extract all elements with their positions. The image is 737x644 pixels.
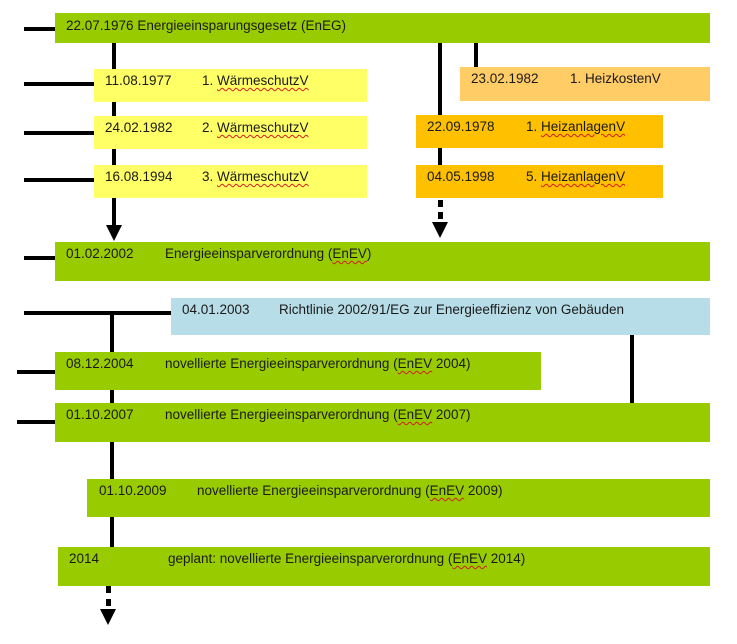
node-title-abbrev: EnEV — [452, 551, 487, 566]
node-title-abbrev: EnEV — [332, 246, 367, 261]
node-title: 1. HeizkostenV — [570, 71, 661, 86]
node-title-prefix: novellierte Energieeinsparverordnung ( — [165, 356, 398, 371]
node-title-prefix: 2. — [202, 120, 218, 135]
node-date: 04.01.2003 — [182, 302, 250, 317]
node-title-suffix: 2004) — [432, 356, 471, 371]
node-date: 08.12.2004 — [66, 356, 134, 371]
node-title-prefix: 5. — [526, 169, 542, 184]
node-title-prefix: 1. — [202, 73, 218, 88]
node-enev2002: 01.02.2002 Energieeinsparverordnung (EnEV… — [55, 242, 710, 281]
node-title-suffix: 2009) — [464, 483, 503, 498]
node-title: Richtlinie 2002/91/EG zur Energieeffizie… — [279, 302, 624, 317]
node-enev2009: 01.10.2009 novellierte Energieeinsparvero… — [87, 479, 710, 517]
node-title: WärmeschutzV — [217, 169, 309, 184]
node-title-prefix: 3. — [202, 169, 218, 184]
node-date: 22.07.1976 — [66, 18, 134, 33]
node-wschv3: 16.08.1994 3. WärmeschutzV — [94, 165, 367, 198]
connector-heizkosten — [474, 43, 478, 67]
node-heizanlv5: 04.05.1998 5. HeizanlagenV — [416, 165, 663, 198]
node-title: WärmeschutzV — [217, 73, 309, 88]
node-title-prefix: 1. — [526, 119, 542, 134]
node-title-suffix: 2007) — [432, 407, 471, 422]
node-title-prefix: novellierte Energieeinsparverordnung ( — [197, 483, 430, 498]
connector-stub-eneg — [24, 27, 55, 31]
node-title: Energieeinsparungsgesetz (EnEG) — [137, 18, 346, 33]
connector-stub-enev2004 — [17, 370, 55, 374]
node-date: 16.08.1994 — [105, 169, 173, 184]
node-title: HeizanlagenV — [541, 119, 626, 134]
node-date: 04.05.1998 — [427, 169, 495, 184]
node-eneg: 22.07.1976 Energieeinsparungsgesetz (EnE… — [55, 13, 710, 43]
node-title-prefix: Energieeinsparverordnung ( — [165, 246, 333, 261]
node-title-prefix: geplant: novellierte Energieeinsparveror… — [168, 551, 453, 566]
node-date: 01.10.2007 — [66, 407, 134, 422]
node-title-suffix: 2014) — [486, 551, 526, 566]
node-date: 24.02.1982 — [105, 120, 173, 135]
dash-segment — [106, 586, 111, 593]
connector-stub-wschv2 — [24, 131, 94, 135]
node-date: 01.10.2009 — [99, 483, 167, 498]
node-date: 23.02.1982 — [471, 71, 539, 86]
node-eu-directive: 04.01.2003 Richtlinie 2002/91/EG zur Ener… — [171, 298, 710, 335]
node-date: 01.02.2002 — [66, 246, 134, 261]
arrow-down-icon — [106, 225, 122, 241]
dashed-arrow-down-icon — [432, 222, 448, 238]
node-heizanlv1: 22.09.1978 1. HeizanlagenV — [416, 115, 663, 148]
connector-stub-enev2007 — [17, 420, 55, 424]
node-enev2004: 08.12.2004 novellierte Energieeinsparvero… — [55, 352, 541, 390]
connector-stub-eu-directive — [24, 311, 171, 315]
node-title-abbrev: EnEV — [429, 483, 465, 498]
connector-stub-wschv1 — [24, 82, 94, 86]
node-date: 2014 — [69, 551, 100, 566]
node-title-abbrev: EnEV — [397, 407, 433, 422]
node-title: HeizanlagenV — [541, 169, 626, 184]
node-date: 22.09.1978 — [427, 119, 495, 134]
node-wschv2: 24.02.1982 2. WärmeschutzV — [94, 116, 367, 149]
dash-segment — [438, 212, 443, 219]
node-title-abbrev: EnEV — [397, 356, 433, 371]
dash-segment — [438, 200, 443, 207]
node-heizkostenv: 23.02.1982 1. HeizkostenV — [460, 67, 710, 101]
dash-segment — [106, 599, 111, 606]
node-title-prefix: novellierte Energieeinsparverordnung ( — [165, 407, 398, 422]
node-date: 11.08.1977 — [105, 73, 172, 88]
connector-eu-enev2007 — [630, 335, 634, 404]
dashed-arrow-down-icon — [100, 609, 116, 625]
node-title: WärmeschutzV — [217, 120, 309, 135]
connector-stub-wschv3 — [24, 178, 94, 182]
node-wschv1: 11.08.1977 1. WärmeschutzV — [94, 69, 367, 102]
node-title-suffix: ) — [366, 246, 372, 261]
connector-stub-enev2002 — [24, 256, 55, 260]
node-enev2014: 2014 geplant: novellierte Energieeinsparv… — [58, 547, 710, 586]
node-enev2007: 01.10.2007 novellierte Energieeinsparvero… — [55, 403, 710, 442]
